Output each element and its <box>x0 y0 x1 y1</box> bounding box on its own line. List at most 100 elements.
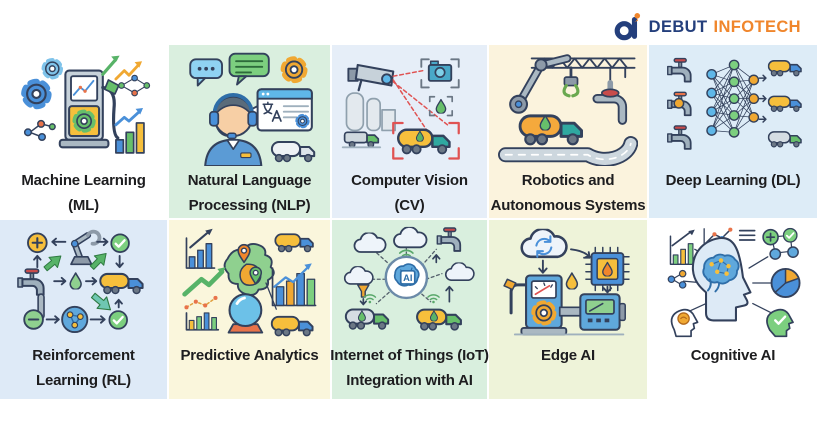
tanker-truck-icon <box>767 131 802 148</box>
card-label: Machine Learning(ML) <box>21 172 146 214</box>
trend-arrow-icon <box>114 61 143 81</box>
card-machine-learning: Machine Learning(ML) <box>0 45 167 218</box>
minus-circle-icon <box>23 309 45 330</box>
card-computer-vision: Computer Vision(CV) <box>332 45 487 218</box>
droplet-icon <box>565 272 578 290</box>
card-predictive-analytics: Predictive Analytics <box>169 220 330 399</box>
green-head-check-icon <box>765 308 794 338</box>
cloud-icon <box>445 262 476 282</box>
gear-icon <box>44 60 61 77</box>
arrows <box>360 254 454 306</box>
logo-text-debut: DEBUT <box>648 17 708 36</box>
card-label: Predictive Analytics <box>180 347 319 364</box>
card-label: Deep Learning (DL) <box>665 172 801 189</box>
truss-beam <box>530 57 636 84</box>
dotted-line-chart-icon <box>184 295 220 331</box>
bracket-frame <box>420 58 461 89</box>
faucet-icon <box>436 227 462 252</box>
tanker-truck-icon <box>518 114 583 146</box>
cloud-icon <box>353 232 387 253</box>
crystal-ball-icon <box>227 293 264 334</box>
small-head-icon <box>670 308 699 338</box>
edge-ai-illustration <box>489 223 647 343</box>
dj-monogram-icon <box>614 13 640 41</box>
chat-bubble-icon <box>228 52 271 86</box>
cloud-icon <box>344 266 375 285</box>
road <box>497 136 639 166</box>
molecule-icon <box>24 119 57 142</box>
plus-circle-icon <box>27 232 48 254</box>
fuel-nozzle-icon <box>104 79 120 95</box>
arrows <box>33 237 125 269</box>
iot-illustration: AI <box>332 223 487 343</box>
cognitive-ai-illustration <box>649 223 817 343</box>
card-edge-ai: Edge AI <box>489 220 647 399</box>
tanker-truck-icon <box>274 233 315 253</box>
gear-icon <box>25 82 49 106</box>
tanker-truck-icon <box>767 60 802 77</box>
brand-logo: DEBUT INFOTECH <box>613 11 801 43</box>
tanker-truck-icon <box>271 315 314 337</box>
card-grid: Machine Learning(ML) <box>0 45 817 399</box>
ai-hub-label: AI <box>403 273 412 283</box>
detection-rays <box>392 69 449 132</box>
check-circle-icon <box>108 310 129 330</box>
bar-chart-icon <box>185 228 216 269</box>
tanker-truck-icon <box>416 308 463 331</box>
connector-lines <box>363 243 443 305</box>
tanker-truck-icon <box>767 95 802 113</box>
feedback-arrow-icon <box>88 289 117 317</box>
computer-vision-illustration <box>332 48 487 168</box>
arrows <box>53 276 98 286</box>
card-label: Edge AI <box>541 347 595 364</box>
logo-text-infotech: INFOTECH <box>713 17 801 36</box>
valve-icon <box>592 79 627 125</box>
fuel-pump-icon <box>59 69 110 149</box>
bar-chart-icon <box>272 263 317 307</box>
arrows <box>758 74 767 123</box>
bar-chart-icon <box>669 229 698 266</box>
nlp-illustration <box>169 48 330 168</box>
card-label: Internet of Things (IoT)Integration with… <box>330 347 489 389</box>
tanker-truck-icon <box>345 308 390 331</box>
robotics-illustration <box>489 48 647 168</box>
bar-chart-icon <box>115 122 146 154</box>
ai-hub: AI <box>384 255 429 300</box>
small-truck-icon <box>344 131 380 148</box>
sync-arrows-icon <box>535 235 553 258</box>
cloud-icon <box>520 228 568 259</box>
feedback-arrow-icon <box>41 250 67 275</box>
check-circle-icon <box>110 233 131 254</box>
card-label: Computer Vision(CV) <box>351 172 468 214</box>
deep-learning-illustration <box>649 48 817 168</box>
growth-arrow-icon <box>182 267 227 297</box>
bracket-frame <box>429 95 454 117</box>
tanker-truck-icon <box>271 140 316 163</box>
growth-arrow-icon <box>101 55 120 76</box>
gear-icon <box>284 59 305 80</box>
valve-icon <box>17 268 45 296</box>
plus-check-molecule-icon <box>762 227 799 260</box>
feedback-arrow-icon <box>87 248 112 273</box>
camera-icon <box>428 60 453 82</box>
faucet-icon <box>666 125 692 150</box>
flow-meter-icon <box>579 293 626 331</box>
wifi-icon <box>427 294 441 304</box>
chip-icon <box>585 246 630 292</box>
cctv-camera-icon <box>347 63 395 92</box>
card-label: Cognitive AI <box>690 347 776 364</box>
card-iot-integration-ai: AI Internet of Thing <box>330 220 489 399</box>
robot-arm-icon <box>70 229 102 266</box>
chat-bubble-icon <box>189 58 224 87</box>
detection-frame <box>392 121 461 160</box>
gripper-icon <box>562 66 580 98</box>
faucet-icon <box>666 57 692 83</box>
neural-net-icon <box>118 74 151 97</box>
industrial-tanks <box>345 92 397 132</box>
